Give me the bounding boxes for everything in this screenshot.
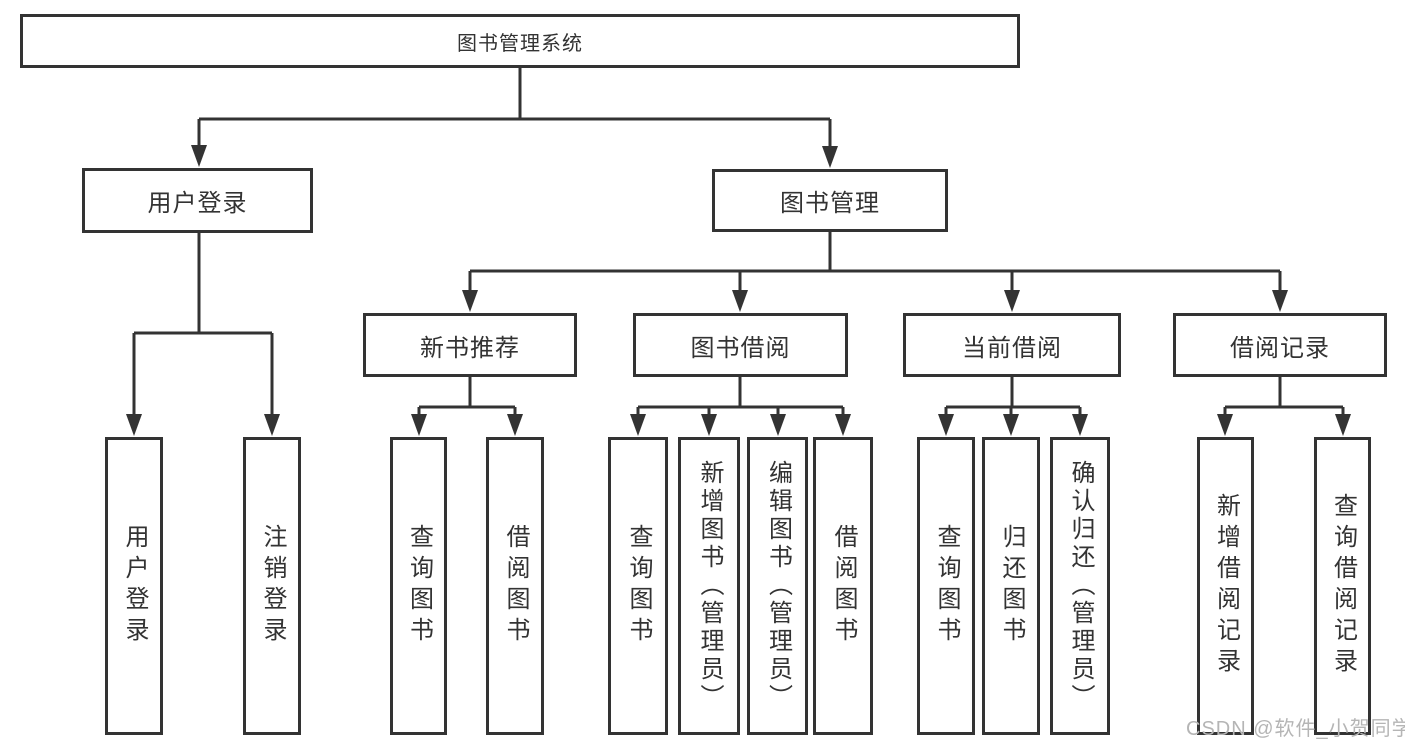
node-label: 新增借阅记录: [1212, 493, 1240, 679]
node-label: 借阅图书: [502, 524, 529, 648]
node-label: 编辑图书（管理员）: [764, 460, 792, 712]
node-label: 用户登录: [121, 524, 148, 648]
node-query-books-borrow: 查询图书: [608, 437, 668, 735]
node-label: 归还图书: [998, 524, 1025, 648]
node-label: 查询图书: [933, 524, 960, 648]
node-label: 图书管理系统: [457, 32, 583, 55]
node-borrow-books: 借阅图书: [813, 437, 873, 735]
node-library-management-system: 图书管理系统: [20, 14, 1020, 68]
node-label: 查询图书: [405, 524, 433, 648]
node-label: 查询图书: [625, 524, 652, 648]
arrowheads: [126, 145, 1351, 436]
node-label: 图书管理: [780, 190, 880, 217]
node-confirm-return-admin: 确认归还（管理员）: [1050, 437, 1110, 735]
node-label: 确认归还（管理员）: [1067, 460, 1094, 712]
node-label: 用户登录: [147, 190, 248, 217]
node-book-management: 图书管理: [712, 169, 948, 232]
node-query-books-current: 查询图书: [917, 437, 975, 735]
node-label: 图书借阅: [690, 334, 791, 362]
node-borrow-books-recommend: 借阅图书: [486, 437, 544, 735]
node-edit-books-admin: 编辑图书（管理员）: [747, 437, 808, 735]
node-label: 新书推荐: [420, 334, 520, 362]
node-label: 借阅记录: [1230, 334, 1330, 362]
node-query-books-recommend: 查询图书: [390, 437, 447, 735]
node-borrowing-records: 借阅记录: [1173, 313, 1387, 377]
node-logout-leaf: 注销登录: [243, 437, 301, 735]
node-add-books-admin: 新增图书（管理员）: [678, 437, 740, 735]
node-new-book-recommendation: 新书推荐: [363, 313, 577, 377]
node-label: 注销登录: [259, 524, 286, 648]
node-label: 查询借阅记录: [1329, 493, 1357, 679]
node-query-borrow-record: 查询借阅记录: [1314, 437, 1371, 735]
node-add-borrow-record: 新增借阅记录: [1197, 437, 1254, 735]
node-label: 当前借阅: [962, 334, 1062, 362]
csdn-watermark: CSDN @软件_小贺同学: [1186, 718, 1405, 740]
node-user-login-leaf: 用户登录: [105, 437, 163, 735]
node-book-borrowing: 图书借阅: [633, 313, 848, 377]
node-label: 借阅图书: [830, 524, 857, 648]
node-user-login: 用户登录: [82, 168, 313, 233]
node-current-borrowing: 当前借阅: [903, 313, 1121, 377]
node-label: 新增图书（管理员）: [696, 460, 723, 712]
node-return-books: 归还图书: [982, 437, 1040, 735]
